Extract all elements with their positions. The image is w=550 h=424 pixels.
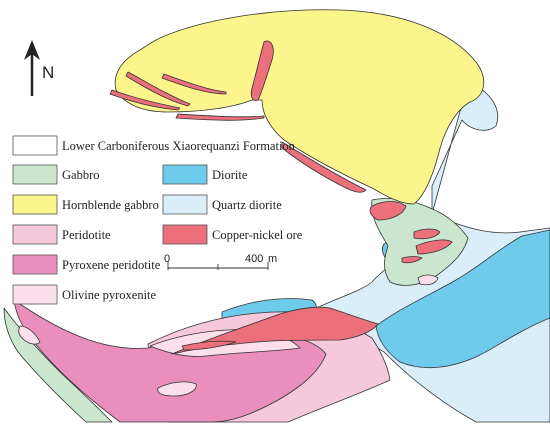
ore-body-neck <box>369 201 407 221</box>
legend-label-quartz-diorite: Quartz diorite <box>212 198 282 212</box>
legend-label-hornblende-gabbro: Hornblende gabbro <box>62 198 159 212</box>
ore-lens-neck-3 <box>401 256 423 264</box>
diorite-unit <box>375 229 550 369</box>
legend-swatch-gabbro <box>12 164 58 185</box>
north-label: N <box>42 63 54 82</box>
ore-dyke-north <box>250 40 274 101</box>
legend-label-pyroxene-peridotite: Pyroxene peridotite <box>62 258 161 272</box>
olivine-pyroxenite-lens-west <box>18 325 41 345</box>
ore-stringer-3 <box>161 73 227 95</box>
map-legend: Lower Carboniferous Xiaorequanzi Formati… <box>12 135 303 305</box>
legend-label-diorite: Diorite <box>212 168 248 182</box>
legend-swatch-pyroxene-peridotite <box>12 254 58 275</box>
legend-swatch-quartz-diorite <box>162 194 208 215</box>
legend-swatch-peridotite <box>12 224 58 245</box>
legend-swatch-copper-nickel-ore <box>162 224 208 245</box>
scale-unit-label: m <box>268 253 277 265</box>
legend-swatch-lower-carboniferous <box>12 135 58 156</box>
ore-stringer-1 <box>125 71 191 107</box>
scale-bar: 0 400 m <box>164 253 277 270</box>
ore-lens-neck-1 <box>413 228 441 240</box>
legend-label-copper-nickel-ore: Copper-nickel ore <box>212 228 303 242</box>
ore-dyke-edge <box>281 141 367 193</box>
gabbro-unit-west <box>3 307 113 423</box>
ore-stringer-2 <box>109 89 181 111</box>
olivine-pyroxenite-inclusion <box>157 381 197 397</box>
legend-label-gabbro: Gabbro <box>62 168 100 182</box>
ore-lens-neck-2 <box>415 239 453 255</box>
north-arrow-head-icon <box>24 40 40 60</box>
hornblende-gabbro-unit <box>114 9 484 205</box>
gabbro-unit <box>371 198 469 286</box>
legend-header-label: Lower Carboniferous Xiaorequanzi Formati… <box>62 139 296 153</box>
north-arrow: N <box>24 40 54 96</box>
legend-swatch-olivine-pyroxenite <box>12 284 58 305</box>
legend-label-olivine-pyroxenite: Olivine pyroxenite <box>62 288 157 302</box>
ore-lens-south <box>181 340 237 351</box>
geology-layer <box>3 9 550 423</box>
legend-swatch-diorite <box>162 164 208 185</box>
olivine-pyroxenite-inclusion-east <box>417 274 439 286</box>
scale-start-label: 0 <box>164 253 170 265</box>
legend-label-peridotite: Peridotite <box>62 228 111 242</box>
scale-end-label: 400 <box>245 253 263 265</box>
pyroxene-peridotite-unit <box>13 299 327 423</box>
ore-stringer-4 <box>175 113 265 121</box>
legend-swatch-hornblende-gabbro <box>12 194 58 215</box>
